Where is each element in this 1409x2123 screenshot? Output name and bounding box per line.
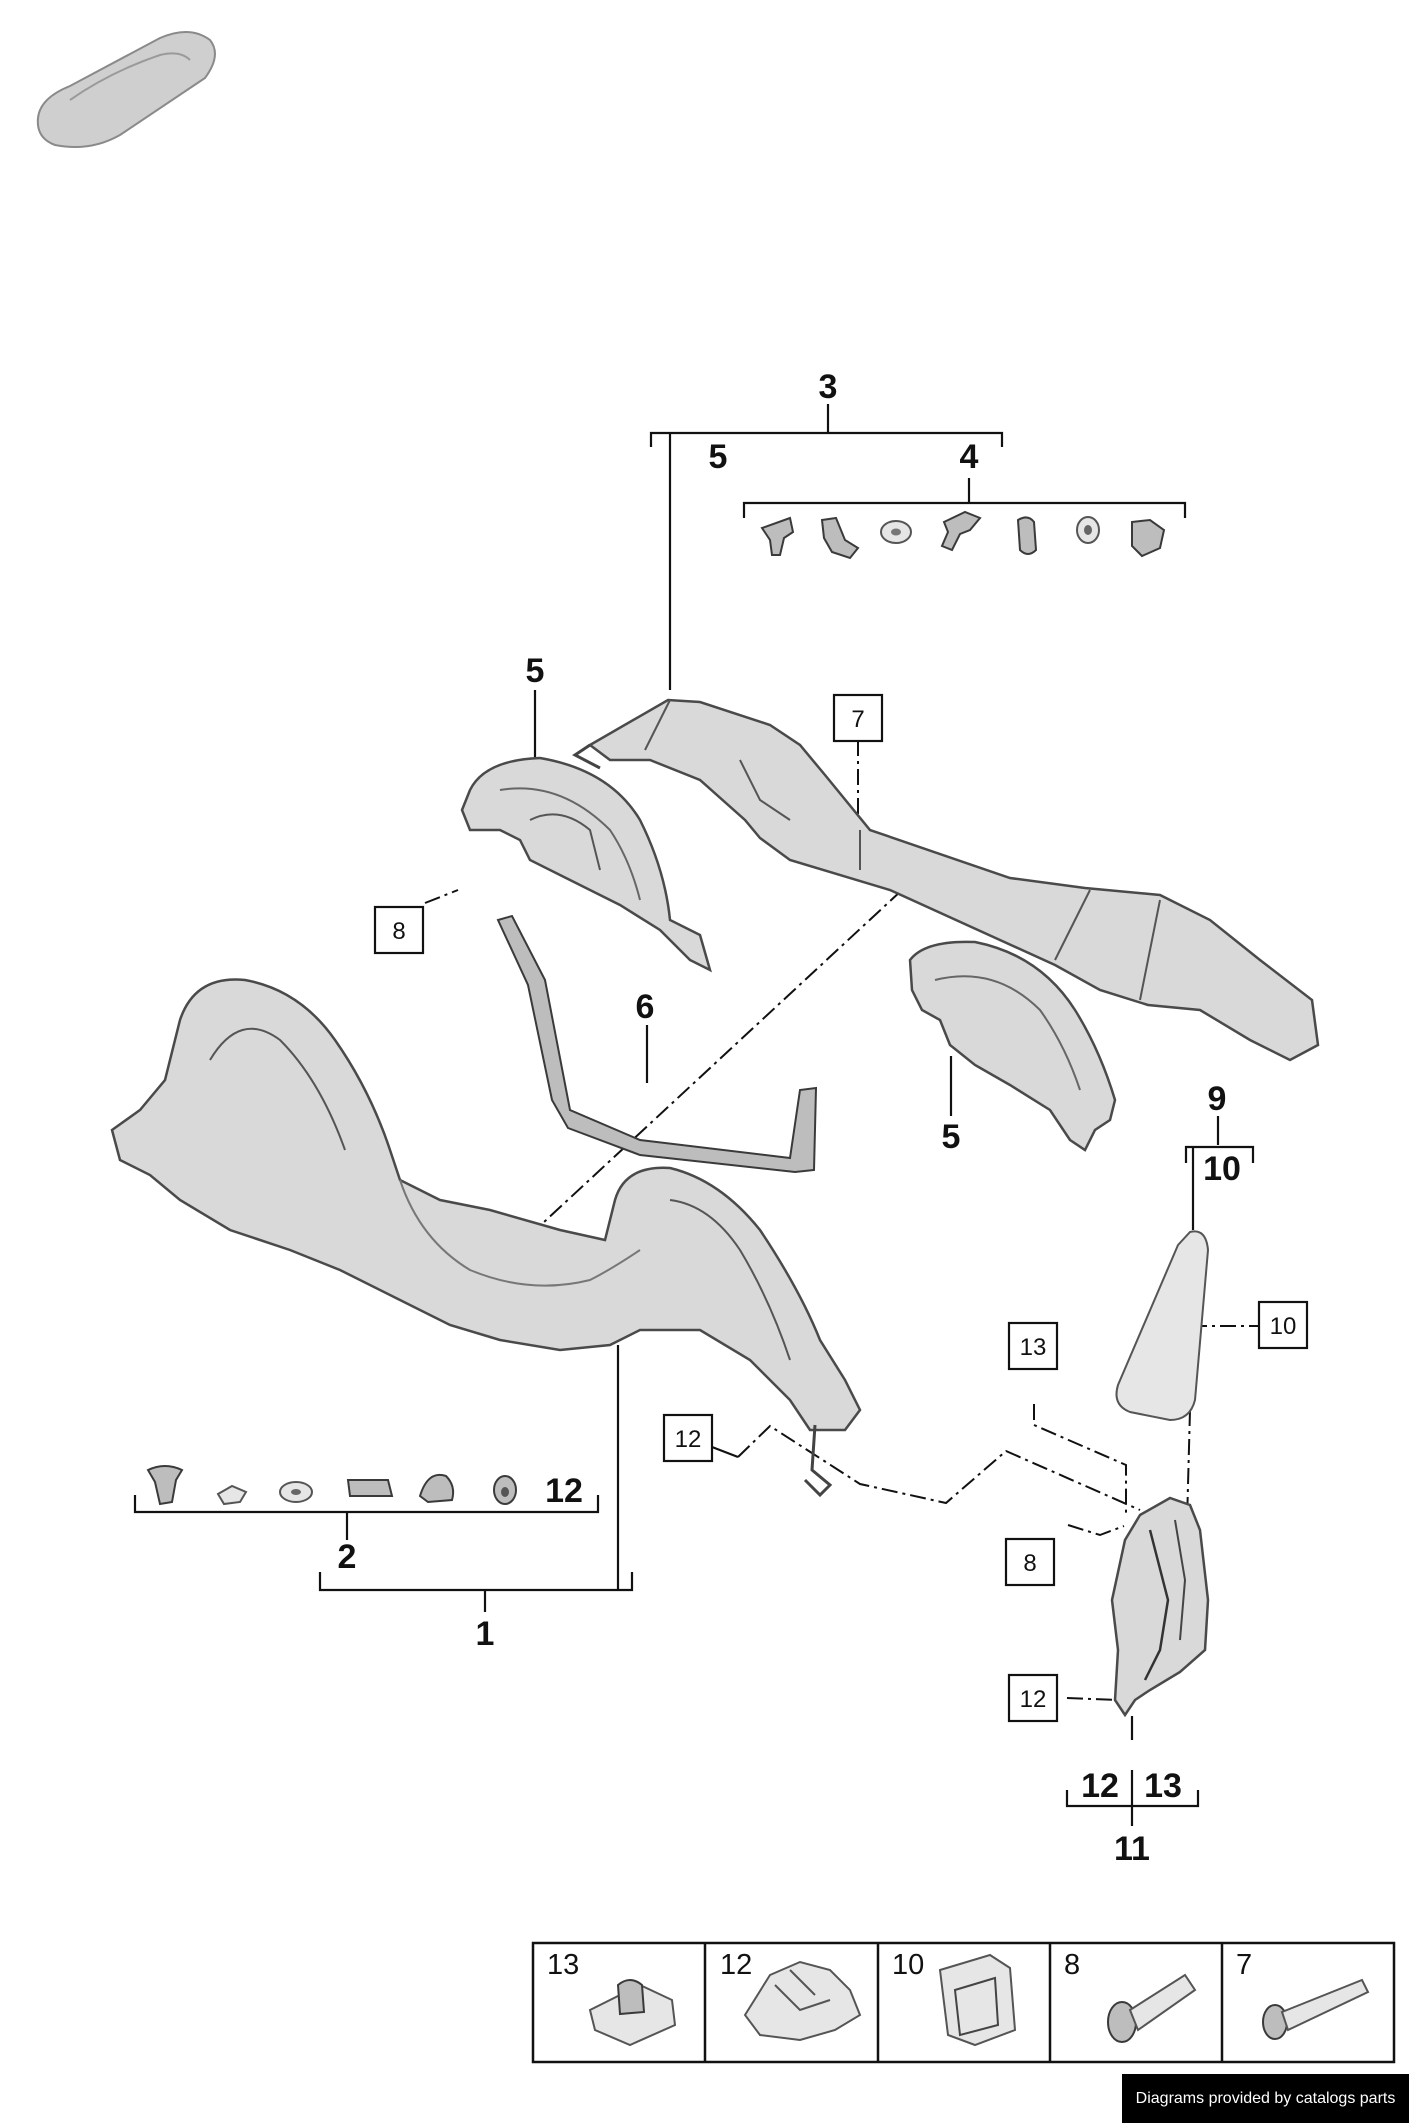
- callout-9: 9: [1208, 1080, 1227, 1118]
- callout-12-latch: 12: [1081, 1767, 1119, 1805]
- legend-num-12: 12: [720, 1949, 752, 1981]
- legend-num-10: 10: [892, 1949, 924, 1981]
- svg-text:13: 13: [1020, 1334, 1047, 1361]
- callout-6: 6: [636, 988, 655, 1026]
- bracket-2: [133, 1495, 600, 1540]
- legend-num-8: 8: [1064, 1949, 1080, 1981]
- callout-5-right: 5: [942, 1118, 961, 1156]
- spring-clip-icon: [743, 1960, 862, 2042]
- svg-text:8: 8: [1023, 1550, 1036, 1577]
- callout-5-left: 5: [526, 652, 545, 690]
- strut-bar-6: [496, 914, 818, 1174]
- deflector-panel-9: [1115, 1230, 1210, 1422]
- bracket-4: [742, 478, 1187, 518]
- callout-13: 13: [1144, 1767, 1182, 1805]
- nut-icon: [1076, 516, 1100, 544]
- rear-trim-carrier: [572, 698, 1320, 1062]
- cap-icon: [418, 1474, 455, 1504]
- hardware-kit-4: [760, 510, 1166, 560]
- credit-banner: Diagrams provided by catalogs parts: [1122, 2074, 1409, 2123]
- bracket-3: [649, 404, 1004, 690]
- callout-11: 11: [1114, 1830, 1150, 1868]
- clip-nut-icon: [1131, 518, 1166, 558]
- bracket-1: [318, 1345, 634, 1612]
- bracket-11: [1065, 1716, 1200, 1826]
- washer-icon: [279, 1481, 313, 1503]
- svg-text:12: 12: [675, 1426, 702, 1453]
- stud-icon: [940, 510, 982, 552]
- legend-num-7: 7: [1236, 1949, 1252, 1981]
- boxed-label-12-left: 12: [662, 1413, 714, 1463]
- retainer-clip-icon: [938, 1953, 1017, 2047]
- callout-5-top: 5: [709, 438, 728, 476]
- legend-table: 13 12 10 8 7: [531, 1941, 1396, 2064]
- washer-icon: [880, 520, 912, 544]
- block-icon: [346, 1479, 394, 1497]
- nut-clip-icon: [588, 1979, 677, 2047]
- boxed-label-10: 10: [1257, 1300, 1309, 1350]
- spacer-icon: [1016, 516, 1038, 555]
- boxed-label-8-top: 8: [373, 905, 425, 955]
- callout-3: 3: [819, 368, 838, 406]
- boxed-label-13: 13: [1007, 1321, 1059, 1371]
- screw-icon: [1107, 1973, 1197, 2043]
- car-thumbnail-icon: [36, 31, 216, 148]
- roll-bar-frame-1: [110, 978, 862, 1498]
- leader-12-left: [711, 1445, 739, 1459]
- callout-10: 10: [1203, 1150, 1241, 1188]
- boxed-label-12-bottom: 12: [1007, 1673, 1059, 1723]
- svg-text:12: 12: [1020, 1686, 1047, 1713]
- callout-2: 2: [338, 1538, 357, 1576]
- clip-icon: [820, 516, 860, 560]
- legend-num-13: 13: [547, 1949, 579, 1981]
- boxed-label-7: 7: [832, 693, 884, 743]
- small-clip-icon: [216, 1484, 248, 1506]
- callout-4: 4: [960, 438, 979, 476]
- wheel-arch-bracket-right: [908, 940, 1117, 1152]
- grommet-icon: [146, 1465, 184, 1506]
- grommet-2-icon: [493, 1475, 517, 1505]
- svg-text:7: 7: [851, 706, 864, 733]
- long-bolt-icon: [1262, 1978, 1370, 2040]
- bracket-9-10: [1184, 1116, 1255, 1230]
- boxed-label-8-bottom: 8: [1004, 1537, 1056, 1587]
- svg-text:8: 8: [392, 918, 405, 945]
- wheel-arch-bracket-left: [460, 756, 712, 973]
- rivet-icon: [760, 516, 795, 556]
- hardware-kit-2: [146, 1465, 517, 1506]
- callout-12-hardware: 12: [545, 1472, 583, 1510]
- latch-mechanism-11: [1110, 1496, 1210, 1718]
- callout-1: 1: [476, 1615, 495, 1653]
- svg-text:10: 10: [1270, 1313, 1297, 1340]
